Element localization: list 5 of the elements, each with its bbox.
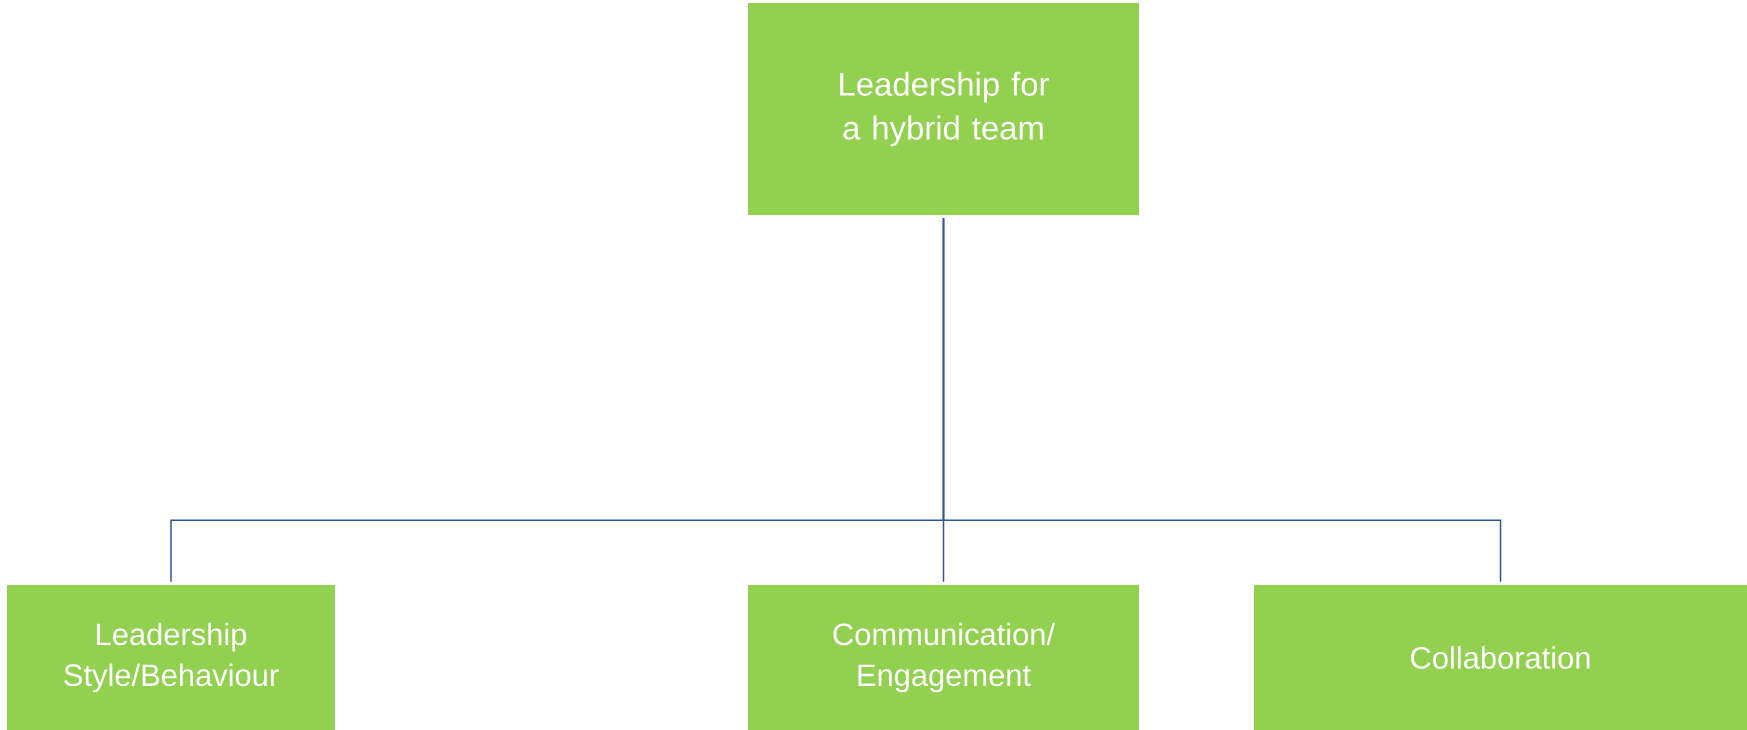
topic-box: Collaboration [1254,585,1747,730]
connector-line [942,217,1502,583]
topic-box: Communication/ Engagement [748,585,1139,730]
topic-box: Leadership Style/Behaviour [7,585,335,730]
topic-box: Leadership for a hybrid team [748,3,1139,215]
